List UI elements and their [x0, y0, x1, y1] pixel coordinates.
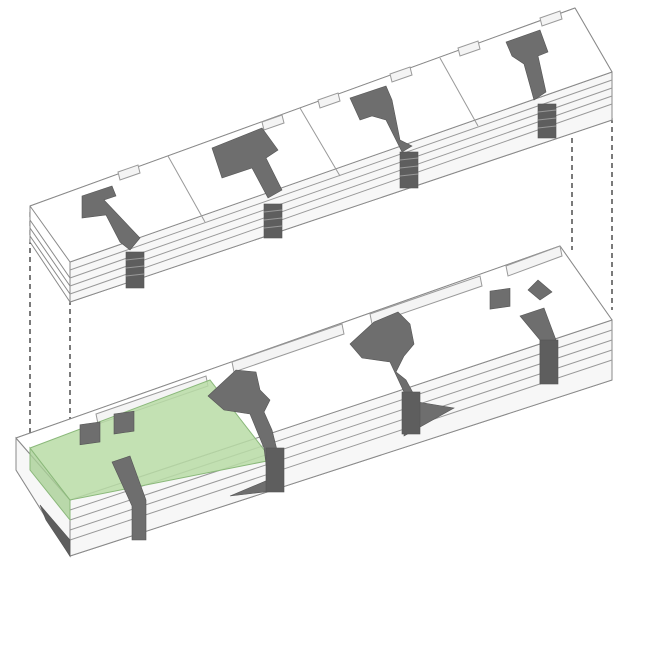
module-divider-3 [439, 57, 479, 127]
parapet-6 [539, 10, 563, 27]
lower-base-shadow [39, 504, 71, 557]
parapet-3 [317, 92, 341, 109]
parapet-1 [117, 164, 141, 181]
upper-core-1 [81, 185, 145, 289]
upper-core-3 [349, 85, 419, 189]
module-divider-2 [299, 107, 341, 177]
upper-core-2 [211, 127, 283, 239]
upper-block [29, 7, 613, 303]
parapet-5 [457, 40, 481, 57]
upper-core-4 [505, 29, 557, 139]
lower-core-2 [207, 369, 285, 497]
parapet-4 [389, 66, 413, 83]
lower-core-1 [79, 410, 147, 541]
lower-parapet-4 [505, 245, 563, 277]
lower-core-4 [489, 279, 559, 385]
parapet-2 [261, 114, 285, 131]
module-divider-1 [167, 155, 206, 223]
lower-core-3 [349, 311, 455, 437]
lower-block [15, 245, 613, 558]
lower-parapet-2 [231, 323, 345, 373]
